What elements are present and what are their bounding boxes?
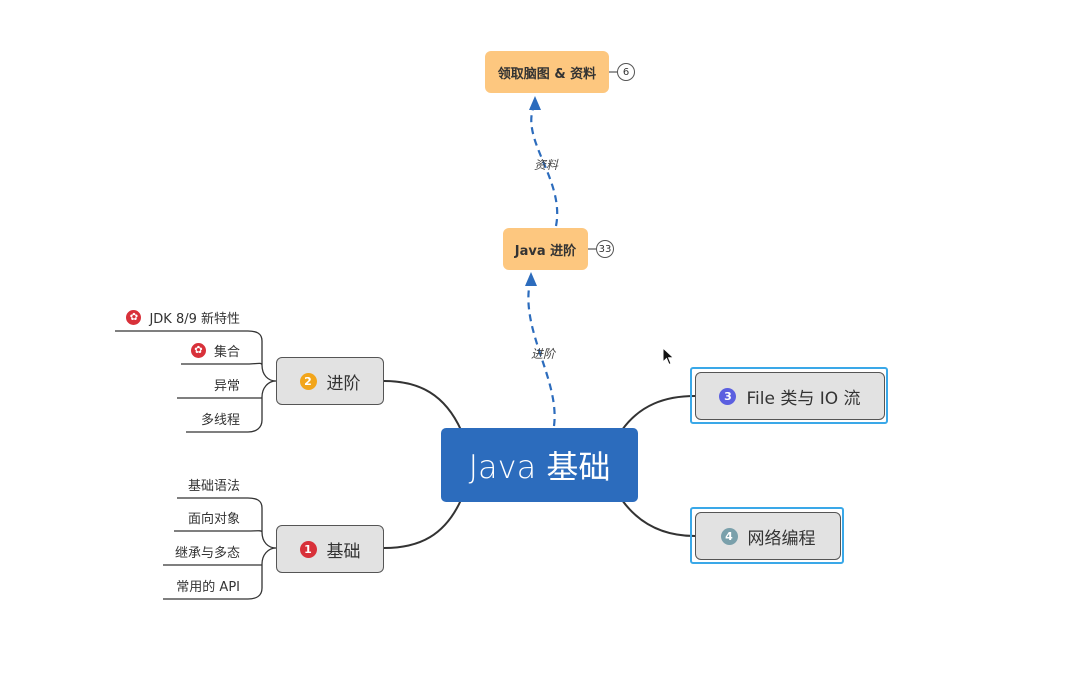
link-java-advanced-mindmap — [530, 105, 559, 227]
branch-advanced[interactable]: 2 进阶 — [276, 357, 384, 405]
star-badge-icon: ✿ — [190, 342, 206, 358]
connector-advanced-leaves — [115, 330, 277, 433]
branch-network[interactable]: 4 网络编程 — [695, 512, 841, 560]
arrowhead-java-advanced — [525, 272, 537, 286]
leaf-jdk-features[interactable]: ✿ JDK 8/9 新特性 — [118, 307, 240, 327]
priority-2-icon: 2 — [299, 372, 317, 390]
branch-file-io-label: File 类与 IO 流 — [746, 388, 861, 409]
branch-basic[interactable]: 1 基础 — [276, 525, 384, 573]
linked-mindmap[interactable]: 领取脑图 & 资料 — [485, 51, 609, 93]
leaf-basic-syntax[interactable]: 基础语法 — [187, 479, 240, 494]
leaf-collections[interactable]: ✿ 集合 — [180, 340, 240, 360]
connector-root-advanced — [383, 380, 462, 431]
connector-root-basic — [383, 499, 462, 549]
collapsed-count-badge[interactable]: 33 — [596, 240, 614, 258]
linked-mindmap-label: 领取脑图 & 资料 — [497, 66, 597, 82]
collapsed-count-badge[interactable]: 6 — [617, 63, 635, 81]
priority-4-icon: 4 — [720, 527, 738, 545]
link-root-java-advanced — [527, 281, 556, 427]
linked-java-advanced[interactable]: Java 进阶 — [503, 228, 588, 270]
connector-root-network — [621, 499, 696, 537]
branch-basic-label: 基础 — [326, 541, 361, 562]
mouse-cursor-icon — [662, 347, 675, 366]
branch-advanced-label: 进阶 — [326, 373, 361, 394]
branch-network-label: 网络编程 — [747, 528, 816, 549]
selection-frame-fileio — [690, 367, 888, 424]
star-badge-icon: ✿ — [126, 309, 142, 325]
branch-file-io[interactable]: 3 File 类与 IO 流 — [695, 372, 885, 420]
leaf-collections-label: 集合 — [213, 344, 240, 360]
leaf-jdk-features-label: JDK 8/9 新特性 — [149, 311, 240, 327]
leaf-exceptions[interactable]: 异常 — [213, 379, 240, 394]
selection-frame-network — [690, 507, 844, 564]
leaf-multithreading[interactable]: 多线程 — [200, 413, 240, 428]
edge-label-advanced: 进阶 — [531, 347, 556, 361]
linked-java-advanced-label: Java 进阶 — [514, 243, 577, 259]
leaf-oop[interactable]: 面向对象 — [187, 512, 240, 527]
arrowhead-mindmap — [529, 96, 541, 110]
root-topic[interactable]: Java 基础 — [441, 428, 638, 502]
connector-basic-leaves — [163, 497, 277, 600]
edge-label-resources: 资料 — [534, 158, 559, 172]
root-topic-label: Java 基础 — [468, 448, 611, 486]
leaf-inheritance[interactable]: 继承与多态 — [174, 546, 240, 561]
leaf-common-api[interactable]: 常用的 API — [176, 580, 240, 595]
priority-1-icon: 1 — [299, 540, 317, 558]
priority-3-icon: 3 — [719, 387, 737, 405]
connector-root-fileio — [621, 395, 696, 431]
